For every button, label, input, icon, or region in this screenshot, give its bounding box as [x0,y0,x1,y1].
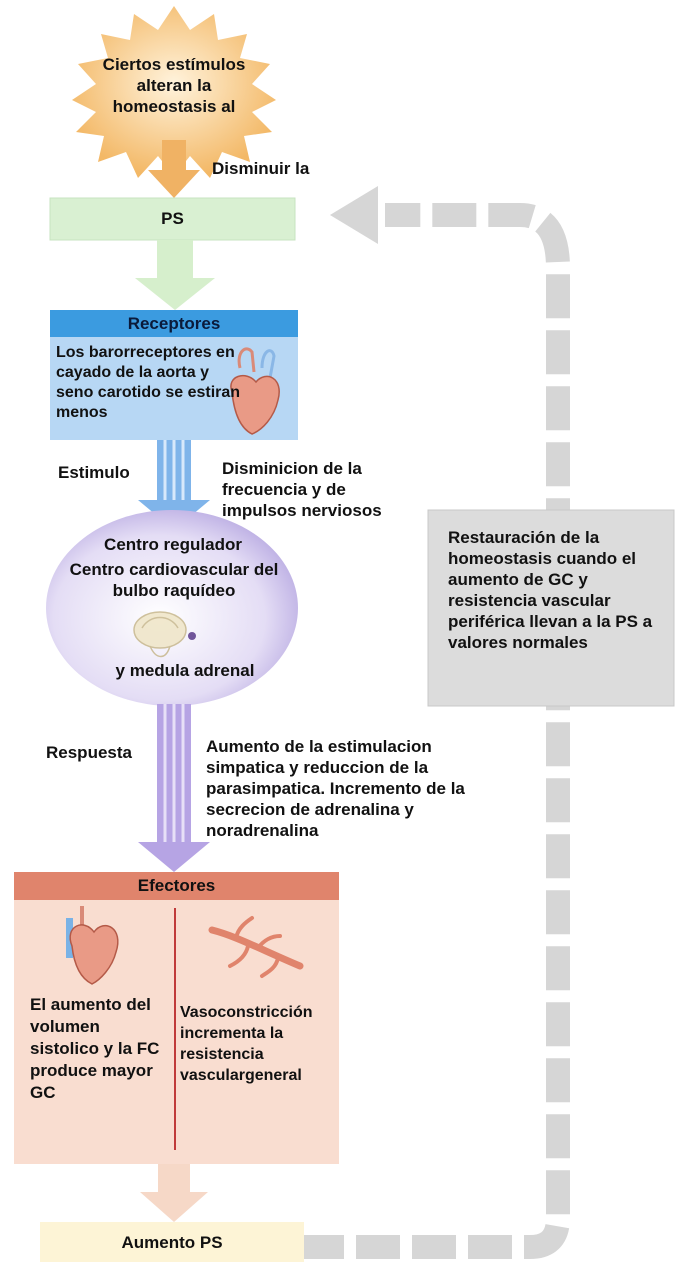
control-center-line2: y medula adrenal [115,661,255,680]
stimulus-label: Estimulo [58,463,130,482]
response-label: Respuesta [46,743,132,762]
ps-box: PS [161,209,184,228]
arrow-label-decrease: Disminuir la [212,159,310,178]
nerve-impulse-text: Disminicion de la frecuencia y de impuls… [222,459,382,520]
control-center-header: Centro regulador [104,535,242,554]
control-center-line1: Centro cardiovascular del bulbo raquídeo [69,560,279,600]
result-box: Aumento PS [121,1233,223,1252]
effectors-header: Efectores [137,876,216,895]
purple-arrow [138,704,210,872]
response-text: Aumento de la estimulacion simpatica y r… [206,737,465,840]
stimulus-text: Ciertos estímulos alteran la homeostasis… [102,55,246,116]
receptors-header: Receptores [127,314,221,333]
green-arrow [135,240,215,310]
restoration-text: Restauración de la homeostasis cuando el… [448,528,653,652]
blood-vessel-icon [208,916,304,978]
heart-icon [66,906,119,985]
control-center-shape [46,510,298,706]
effector-right-text: Vasoconstricción incrementa la resistenc… [180,1004,313,1084]
effector-left-text: El aumento del volumen sistolico y la FC… [30,995,160,1102]
brain-stem-icon [133,611,196,658]
peach-arrow [140,1164,208,1222]
feedback-loop-arrow [300,186,570,1259]
stimulus-star [72,6,276,178]
heart-aorta-icon [230,347,280,435]
receptors-text: Los barorreceptores en cayado de la aort… [56,344,241,421]
orange-arrow [148,140,200,198]
